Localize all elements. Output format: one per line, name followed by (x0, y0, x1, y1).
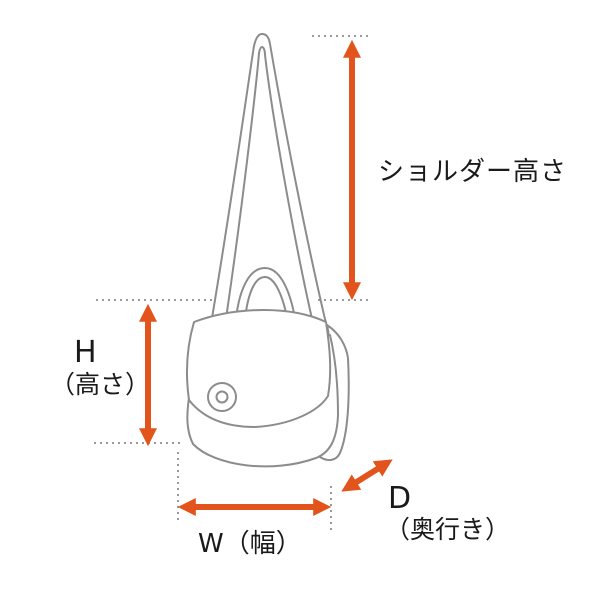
height-letter-label: H (74, 335, 97, 370)
bag-clasp-inner (215, 390, 229, 404)
bag-clasp-outer (207, 382, 237, 412)
bag-strap-outer (209, 33, 331, 341)
bag-flap (185, 309, 332, 428)
bag-handle-inner (243, 276, 290, 338)
width-label: W（幅） (198, 529, 302, 559)
height-paren-label: （高さ） (50, 370, 151, 399)
depth-letter-label: D (388, 481, 412, 516)
bag-illustration (185, 33, 350, 468)
dimension-arrows (139, 39, 393, 516)
depth-arrow (341, 459, 393, 492)
bag-handle-outer (234, 267, 298, 337)
depth-paren-label: （奥行き） (385, 515, 511, 544)
bag-strap-inner (223, 46, 317, 337)
shoulder-height-label: ショルダー高さ (378, 157, 568, 187)
